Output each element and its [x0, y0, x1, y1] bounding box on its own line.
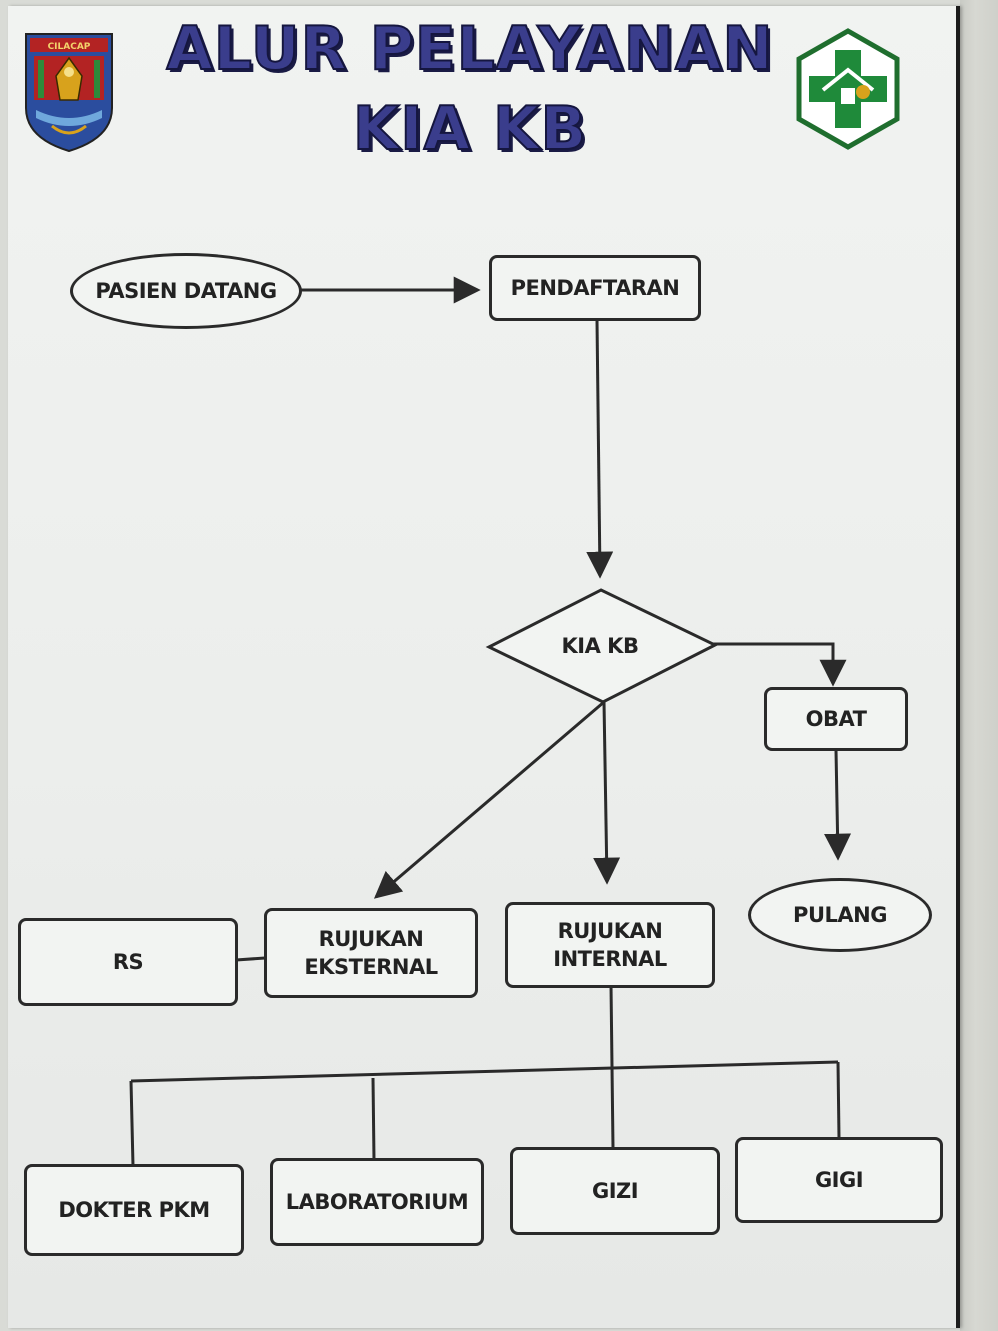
arrow-kiakb-to-rujukan-internal — [593, 701, 621, 885]
node-pulang: PULANG — [748, 878, 932, 952]
line-branch-lab — [371, 1077, 376, 1161]
arrow-kiakb-to-obat — [713, 642, 847, 687]
node-dokter-pkm: DOKTER PKM — [24, 1164, 244, 1256]
node-gigi: GIGI — [735, 1137, 943, 1223]
node-gizi: GIZI — [510, 1147, 720, 1235]
node-rs: RS — [18, 918, 238, 1006]
line-branch-gigi — [836, 1061, 841, 1139]
regency-crest-icon: CILACAP — [25, 33, 113, 153]
title-line-1: ALUR PELAYANAN — [165, 14, 774, 84]
wall-background — [960, 0, 998, 1331]
title-line-2: KIA KB — [352, 94, 588, 164]
node-pendaftaran: PENDAFTARAN — [489, 255, 701, 321]
arrow-obat-to-pulang — [824, 749, 852, 861]
arrow-kiakb-to-rujukan-eksternal — [373, 700, 605, 899]
crest-text: CILACAP — [48, 42, 91, 52]
node-kia-kb: KIA KB — [561, 634, 639, 658]
puskesmas-cross-icon — [796, 28, 900, 150]
node-rujukan-eksternal: RUJUKAN EKSTERNAL — [264, 908, 478, 998]
signboard — [8, 6, 960, 1328]
node-pasien-datang: PASIEN DATANG — [70, 253, 302, 329]
node-obat: OBAT — [764, 687, 908, 751]
line-rujukan-internal-trunk — [609, 984, 615, 1149]
node-laboratorium: LABORATORIUM — [270, 1158, 484, 1246]
line-branch-dokter — [129, 1080, 135, 1167]
arrow-pendaftaran-to-kiakb — [586, 319, 614, 579]
node-rujukan-internal: RUJUKAN INTERNAL — [505, 902, 715, 988]
line-rs-to-rujukan-eksternal — [235, 956, 266, 962]
line-branch-horizontal — [130, 1060, 839, 1083]
kiakb-diamond — [485, 588, 719, 704]
